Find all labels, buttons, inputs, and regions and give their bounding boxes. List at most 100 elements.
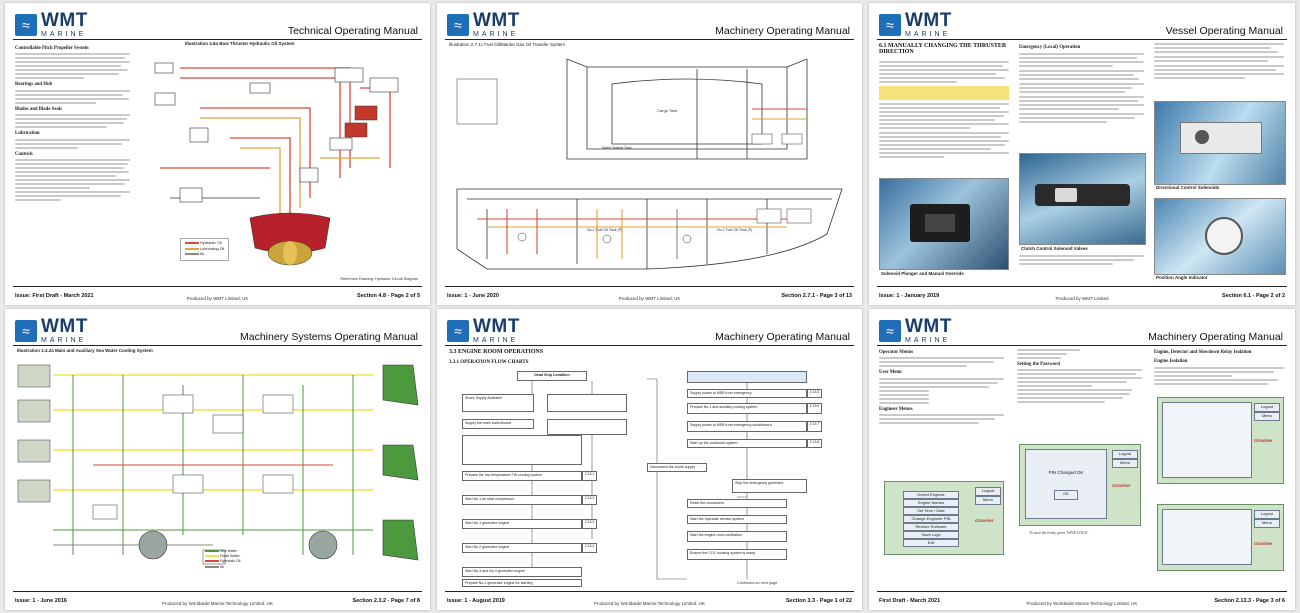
flow-step: Start No.3 and No.4 generator engine (462, 567, 582, 577)
legend-seawater: Sea Water (220, 549, 237, 553)
manual-title: Machinery Systems Operating Manual (240, 331, 418, 343)
footer-producer: Produced by WMT Limited, UK (186, 295, 249, 301)
menu-side-button[interactable]: Menu (1254, 412, 1280, 421)
brand-sub: MARINE (905, 31, 951, 38)
legend-freshwater: Fresh Water (220, 554, 240, 559)
menu-button[interactable]: Detect Engines (903, 491, 959, 499)
flow-step (547, 394, 627, 412)
angle-indicator-photo (1154, 198, 1286, 275)
flow-step (547, 419, 627, 435)
flow-step: Start No.1 air start compressor (462, 495, 582, 505)
menu-button[interactable]: Engine Names (903, 499, 959, 507)
wave-icon: ≈ (879, 13, 901, 36)
logout-button[interactable]: Logout (1254, 510, 1280, 519)
heading: Lubrication (15, 131, 40, 137)
heading: Blades and Blade Seals (15, 106, 63, 112)
graviner-tag: Graviner (975, 518, 994, 523)
header-rule (13, 39, 422, 40)
heading: Setting the Password (1017, 362, 1060, 367)
footer-issue: Issue: 1 - June 2016 (15, 598, 67, 604)
logout-button[interactable]: Logout (1254, 403, 1280, 412)
cargo-tank-label: Cargo Tank (657, 108, 678, 113)
heading: Engine Isolation (1154, 359, 1188, 365)
footer-producer: Produced by WMT Limited, UK (618, 295, 681, 301)
brand-name: WMT (473, 10, 520, 31)
header-rule (445, 39, 854, 40)
ballast-label-port: Water Ballast Tank (602, 146, 632, 150)
flow-step (462, 435, 582, 465)
legend-hydraulic: Hydraulic Oil (220, 559, 241, 564)
ok-button[interactable]: OK (1054, 490, 1078, 500)
continued-note: Continued on next page (737, 581, 778, 585)
footer-rule (13, 286, 422, 287)
graviner-tag: Graviner (1254, 438, 1273, 443)
header-rule (877, 345, 1287, 346)
manual-title: Technical Operating Manual (287, 25, 418, 37)
legend-lube: Lubricating Oil (200, 246, 225, 251)
footer-rule (445, 286, 854, 287)
fuel-tank-label-p: No.1 Fuel Oil Tank (P) (587, 228, 623, 232)
flow-step: Prepare No.1 generator engine for starti… (462, 579, 582, 587)
footer-section: Section 2.3.2 - Page 7 of 8 (352, 598, 420, 604)
footer-rule (445, 591, 854, 592)
logout-button[interactable]: Logout (1112, 450, 1138, 459)
body-text-col3 (1154, 43, 1284, 81)
sub-heading: 3.3.1 OPERATION FLOW CHARTS (449, 360, 529, 365)
flow-start: Dead Ship Condition (517, 371, 587, 381)
wave-icon: ≈ (447, 319, 469, 342)
brand-sub: MARINE (41, 31, 87, 38)
manual-title: Vessel Operating Manual (1165, 25, 1283, 37)
flow-step: Ensure the COL housing system is ready (687, 549, 787, 560)
hydraulic-diagram (154, 62, 399, 266)
brand-name: WMT (905, 316, 952, 337)
flow-step: Prepare No.1 and auxiliary cooling syste… (687, 403, 807, 414)
menu-button[interactable]: Save Logs (903, 531, 959, 539)
directional-solenoid-photo (1154, 101, 1286, 185)
manual-title: Machinery Operating Manual (1148, 331, 1283, 343)
brand-name: WMT (41, 10, 88, 31)
photo-caption: Position Angle Indicator (1156, 275, 1208, 280)
brand-sub: MARINE (473, 337, 519, 344)
body-text-col2 (1019, 53, 1144, 125)
footer-issue: Issue: 1 - June 2020 (447, 293, 499, 299)
diagram-legend: Hydraulic Oil Lubricating Oil Air (180, 238, 230, 262)
footer-issue: Issue: 1 - January 2019 (879, 293, 940, 299)
flow-step: Prepare the low temperature FW cooling s… (462, 471, 582, 481)
header-rule (445, 345, 854, 346)
wave-icon: ≈ (15, 13, 37, 36)
footer-issue: Issue: First Draft - March 2021 (15, 293, 94, 299)
menu-button[interactable]: Restore Software (903, 523, 959, 531)
menu-button[interactable]: Change Engineer PIN (903, 515, 959, 523)
flow-id: 2.13.2 (582, 495, 597, 505)
menu-side-button[interactable]: Menu (1112, 459, 1138, 468)
footer-issue: Issue: 1 - August 2019 (447, 598, 505, 604)
cooling-diagram (17, 364, 419, 565)
brand-name: WMT (473, 316, 520, 337)
menu-button[interactable]: Set Time / Date (903, 507, 959, 515)
menu-side-button[interactable]: Menu (1254, 519, 1280, 528)
body-text: Controllable Pitch Propeller System Bear… (15, 43, 130, 203)
heading: Engine, Detector and Slowdown Relay Isol… (1154, 350, 1252, 355)
flow-step: Supply the main switchboard (462, 419, 534, 429)
photo-caption: Clutch Control Solenoid Valves (1021, 246, 1088, 251)
flow-id: 2.13.6 (807, 403, 822, 414)
flow-step: Start No.1 generator engine (462, 519, 582, 529)
flow-id: 2.13.5 (807, 389, 822, 398)
fuel-tank-label-s: No.1 Fuel Oil Tank (S) (717, 228, 753, 232)
menu-side-button[interactable]: Menu (975, 496, 1001, 505)
heading: Operator Menus (879, 350, 914, 355)
logout-button[interactable]: Logout (975, 487, 1001, 496)
menu-button[interactable]: Exit (903, 539, 959, 547)
header-rule (13, 345, 422, 346)
engine-isolation-screen: Logout Menu Graviner (1157, 397, 1284, 484)
flow-step: Start the hydraulic service system (687, 515, 787, 524)
flow-step: Start up the combined system (687, 439, 807, 448)
flow-id: 2.13.8 (807, 439, 822, 448)
footer-section: Section 4.8 - Page 2 of 5 (357, 293, 420, 299)
